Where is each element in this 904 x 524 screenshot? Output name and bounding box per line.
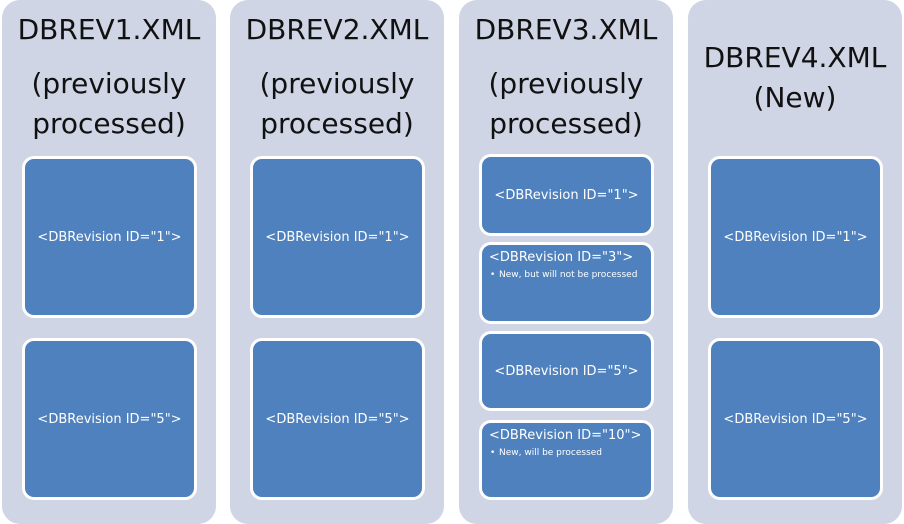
revision-label: <DBRevision ID="5">: [37, 411, 182, 427]
column-subtitle-line2: processed): [32, 107, 186, 140]
revision-box: <DBRevision ID="5">: [708, 338, 883, 500]
revision-box: <DBRevision ID="10"> • New, will be proc…: [479, 420, 654, 500]
column-title: DBREV3.XML: [474, 13, 658, 46]
column-dbrev4: DBREV4.XML (New) <DBRevision ID="1"> <DB…: [688, 0, 902, 524]
revision-label: <DBRevision ID="1">: [723, 229, 868, 245]
revision-note-text: New, will be processed: [499, 448, 603, 458]
revision-label: <DBRevision ID="5">: [494, 363, 639, 379]
revision-label: <DBRevision ID="1">: [494, 187, 639, 203]
revision-notes: • New, will be processed: [489, 447, 645, 460]
revision-box: <DBRevision ID="3"> • New, but will not …: [479, 242, 654, 324]
revision-note: • New, will be processed: [490, 447, 645, 460]
revision-box: <DBRevision ID="1">: [479, 154, 654, 236]
bullet-icon: •: [490, 270, 496, 280]
revision-note-text: New, but will not be processed: [499, 270, 638, 280]
revision-label: <DBRevision ID="1">: [265, 229, 410, 245]
revision-label: <DBRevision ID="5">: [265, 411, 410, 427]
revision-notes: • New, but will not be processed: [489, 269, 645, 282]
column-dbrev2: DBREV2.XML (previously processed) <DBRev…: [230, 0, 444, 524]
column-subtitle: (New): [753, 81, 837, 114]
column-dbrev3: DBREV3.XML (previously processed) <DBRev…: [459, 0, 673, 524]
revision-label: <DBRevision ID="5">: [723, 411, 868, 427]
bullet-icon: •: [490, 448, 496, 458]
column-dbrev1: DBREV1.XML (previously processed) <DBRev…: [2, 0, 216, 524]
revision-box: <DBRevision ID="5">: [22, 338, 197, 500]
column-title: DBREV2.XML: [245, 13, 429, 46]
revision-label: <DBRevision ID="1">: [37, 229, 182, 245]
column-subtitle-line2: processed): [489, 107, 643, 140]
revision-label: <DBRevision ID="3">: [489, 250, 634, 265]
revision-box: <DBRevision ID="1">: [250, 156, 425, 318]
column-title: DBREV1.XML: [17, 13, 201, 46]
revision-label: <DBRevision ID="10">: [489, 428, 642, 443]
column-subtitle-line1: (previously: [488, 67, 644, 100]
column-subtitle-line1: (previously: [31, 67, 187, 100]
column-subtitle-line2: processed): [260, 107, 414, 140]
revision-box: <DBRevision ID="1">: [708, 156, 883, 318]
revision-box: <DBRevision ID="1">: [22, 156, 197, 318]
revision-box: <DBRevision ID="5">: [250, 338, 425, 500]
column-title: DBREV4.XML: [703, 41, 887, 74]
column-subtitle-line1: (previously: [259, 67, 415, 100]
revision-note: • New, but will not be processed: [490, 269, 645, 282]
revision-box: <DBRevision ID="5">: [479, 331, 654, 411]
